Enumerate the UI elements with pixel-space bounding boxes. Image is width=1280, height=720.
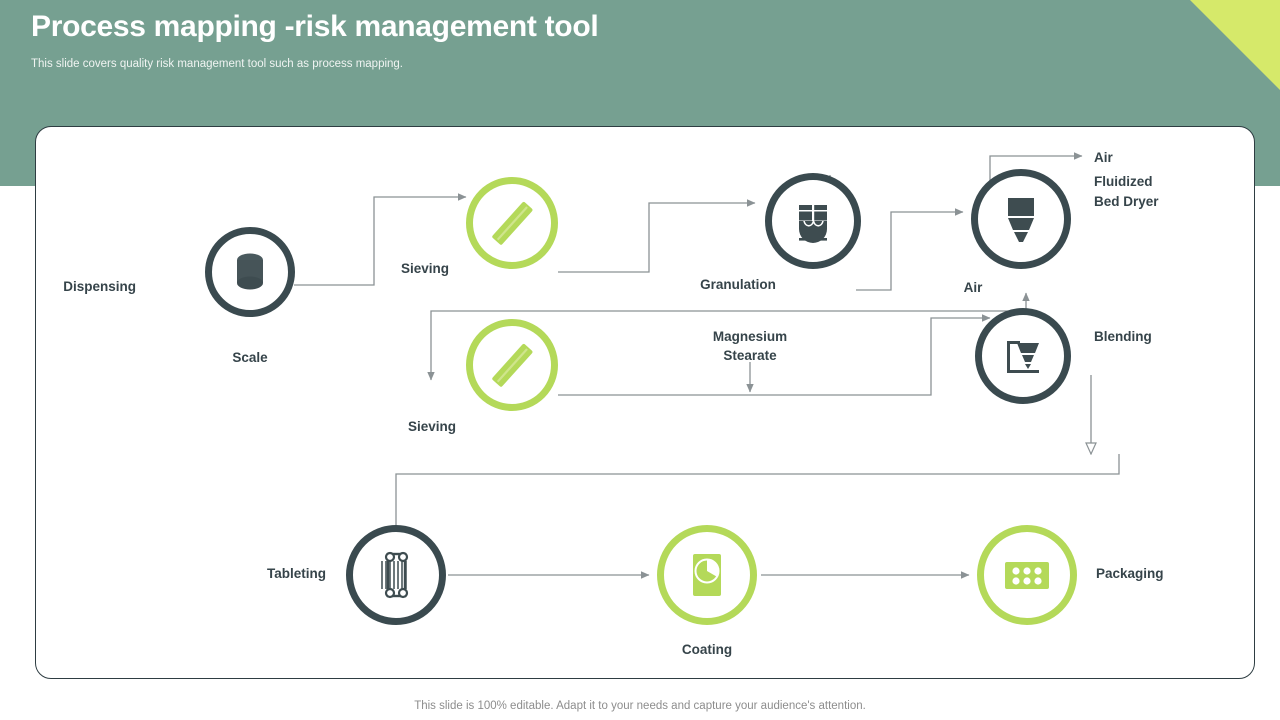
- node-sieving-1[interactable]: [466, 177, 558, 269]
- connector-fbd-to-sieving2: [427, 297, 1027, 381]
- label-packaging: Packaging: [1096, 566, 1164, 581]
- connector-granulation-to-fbd: [856, 208, 964, 291]
- connector-junction-to-tableting: [392, 454, 1120, 550]
- node-packaging[interactable]: [977, 525, 1077, 625]
- label-coating: Coating: [681, 642, 733, 657]
- connector-scale-to-sieving1: [294, 193, 467, 286]
- label-granulation: Granulation: [700, 277, 776, 292]
- label-blending: Blending: [1094, 329, 1152, 344]
- blender-icon: [999, 332, 1047, 380]
- connector-sieving2-to-blending: [558, 314, 991, 396]
- node-blending[interactable]: [975, 308, 1071, 404]
- label-sieving-2: Sieving: [407, 419, 456, 434]
- sieve-bar-icon: [482, 335, 542, 395]
- page-title: Process mapping -risk management tool: [31, 10, 599, 43]
- node-fluidized-bed-dryer[interactable]: [971, 169, 1071, 269]
- hopper-icon: [998, 192, 1044, 246]
- node-sieving-2[interactable]: [466, 319, 558, 411]
- label-sieving-1: Sieving: [400, 261, 449, 276]
- sieve-bar-icon: [482, 193, 542, 253]
- label-scale: Scale: [232, 350, 268, 365]
- label-magnesium-stearate-line1: Magnesium: [712, 329, 788, 344]
- label-fbd-line1: Fluidized: [1094, 174, 1153, 189]
- blister-pack-icon: [1002, 557, 1052, 593]
- tablet-press-icon: [375, 547, 417, 603]
- label-tableting: Tableting: [267, 566, 326, 581]
- label-air-in: Air: [963, 280, 983, 295]
- granulator-icon: [789, 197, 837, 245]
- label-air-out: Air: [1094, 150, 1113, 165]
- header-accent-triangle: [1190, 0, 1280, 90]
- connector-sieving1-to-granulation: [558, 199, 756, 273]
- node-scale[interactable]: [205, 227, 295, 317]
- footer-note: This slide is 100% editable. Adapt it to…: [414, 700, 866, 712]
- node-granulation[interactable]: [765, 173, 861, 269]
- coating-pan-icon: [687, 550, 727, 600]
- label-fbd-line2: Bed Dryer: [1094, 194, 1159, 209]
- label-dispensing: Dispensing: [63, 279, 136, 294]
- node-coating[interactable]: [657, 525, 757, 625]
- node-tableting[interactable]: [346, 525, 446, 625]
- cylinder-icon: [233, 251, 267, 293]
- label-magnesium-stearate-line2: Stearate: [723, 348, 777, 363]
- page-subtitle: This slide covers quality risk managemen…: [31, 58, 404, 70]
- diagram-card: Dispensing Scale Sieving: [35, 126, 1255, 679]
